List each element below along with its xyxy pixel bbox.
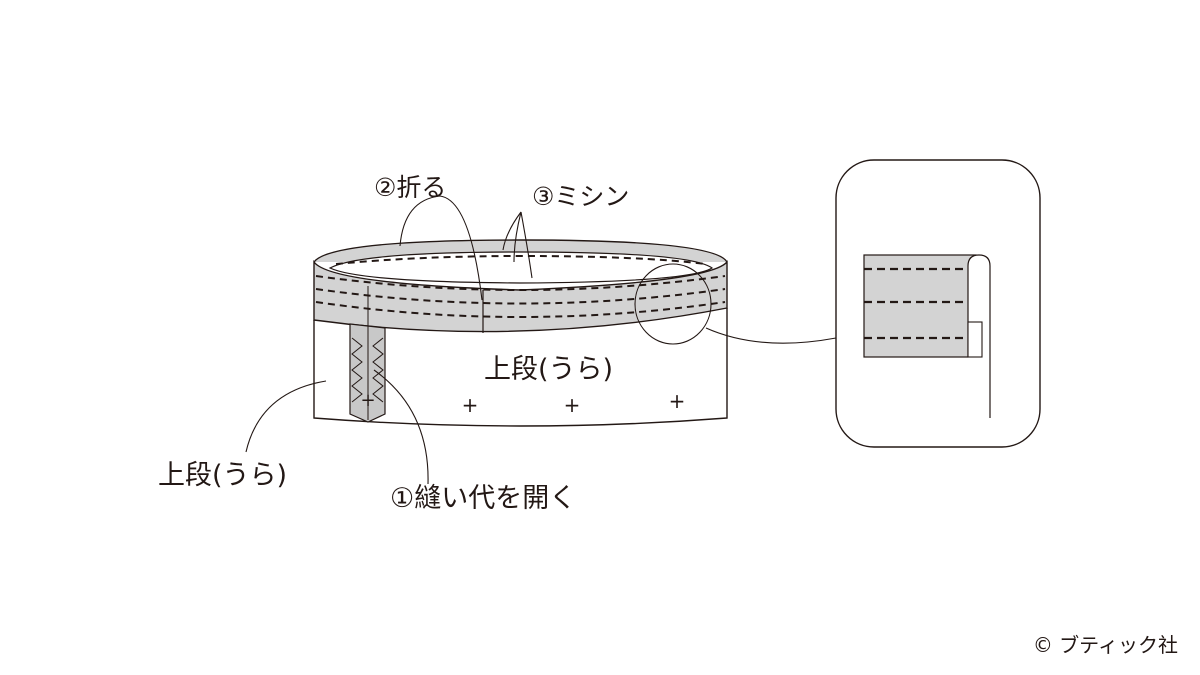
plus-mark: +: [360, 390, 375, 411]
leader-stitch-3: [520, 211, 533, 279]
folded-band: [313, 239, 728, 333]
leader-upper-inner: [245, 380, 327, 453]
band-inner-opening: [328, 251, 714, 284]
leader-stitch-1: [502, 211, 522, 251]
cylinder-wall: [313, 308, 728, 427]
detail-seam-edge: [967, 321, 983, 358]
leader-open-seam: [373, 369, 429, 485]
plus-mark: +: [564, 393, 581, 417]
plus-mark: +: [462, 393, 479, 417]
zigzag-right: [372, 337, 384, 403]
leader-lines: [245, 195, 533, 485]
detail-connector: [705, 327, 837, 344]
stitch-line-front-2: [315, 288, 726, 305]
plus-mark: +: [669, 389, 686, 413]
label-upper-inner-body: 上段(うら): [484, 354, 613, 385]
stitch-lines: [315, 254, 726, 318]
label-upper-inner-callout: 上段(うら): [158, 460, 287, 491]
seam-allowance: +: [349, 286, 386, 423]
detail-band: [863, 254, 977, 358]
label-step2-fold: ②折る: [374, 173, 446, 202]
stitch-line-inner-1: [335, 254, 707, 265]
plus-marks: + + +: [462, 389, 686, 417]
cylinder-body: [313, 308, 728, 427]
detail-inset: [835, 159, 1041, 448]
leader-stitch-2: [513, 211, 522, 263]
zigzag-left: [351, 337, 363, 403]
stitch-line-front-3: [315, 301, 726, 318]
detail-circle: [634, 263, 712, 345]
copyright-text: © ブティック社: [1033, 633, 1178, 657]
leader-fold: [399, 195, 483, 301]
label-step3-stitch: ③ミシン: [532, 182, 629, 211]
stitch-line-front-1: [315, 275, 726, 291]
label-step1-open-seam: ①縫い代を開く: [390, 483, 576, 514]
detail-stitch-lines: [864, 267, 968, 340]
